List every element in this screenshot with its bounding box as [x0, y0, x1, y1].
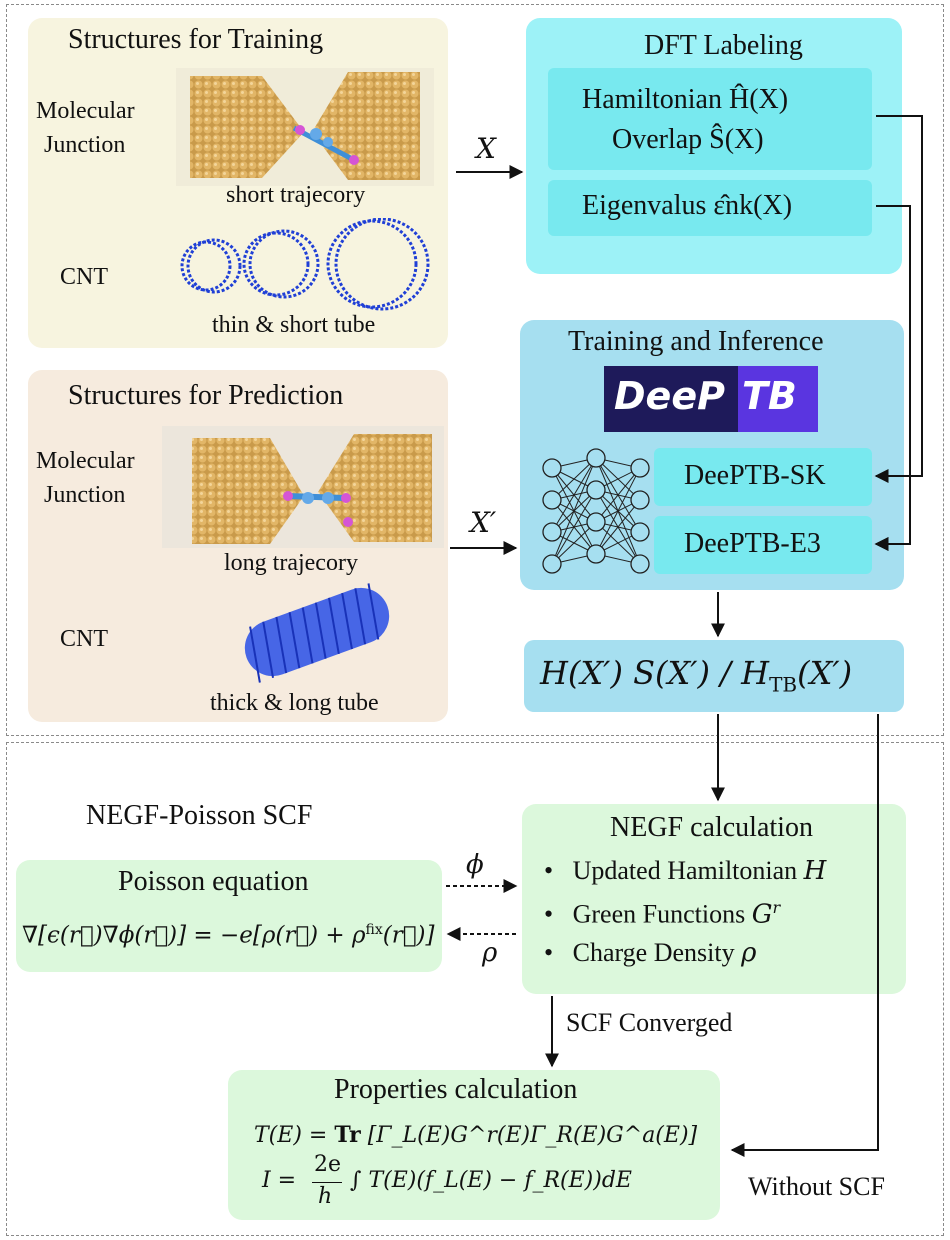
- hamiltonian-label: Hamiltonian Ĥ(X): [582, 84, 789, 115]
- training-traj-caption: short trajecory: [226, 182, 366, 208]
- e3-input-arrow: [874, 206, 911, 551]
- negf-calculation-box: [522, 804, 906, 994]
- negf-item-charge-text: Charge Density: [572, 938, 742, 967]
- training-mol-label-2: Junction: [44, 132, 126, 158]
- prediction-mol-label-1: Molecular: [36, 448, 135, 474]
- deeptb-sk-label: DeePTB-SK: [684, 460, 826, 491]
- dft-panel-title: DFT Labeling: [644, 30, 803, 61]
- neural-network-icon: [542, 448, 650, 574]
- short-trajectory-junction-image: [176, 68, 434, 186]
- prediction-mol-label-2: Junction: [44, 482, 126, 508]
- training-inference-title: Training and Inference: [568, 326, 824, 357]
- prediction-panel-title: Structures for Prediction: [68, 380, 344, 411]
- poisson-eq-sup: fix: [365, 922, 383, 938]
- overlap-label: Overlap Ŝ(X): [612, 124, 764, 155]
- thick-long-tube-image: [244, 583, 390, 683]
- scf-converged-label: SCF Converged: [566, 1008, 733, 1037]
- deeptb-logo-left-text: DeeP: [614, 374, 725, 418]
- current-eq-fraction-bar: [312, 1182, 342, 1183]
- poisson-equation-box: [16, 860, 442, 972]
- transmission-eq-tr: Tr: [334, 1122, 361, 1148]
- bottom-section-border: [6, 742, 944, 1236]
- negf-item-hamiltonian: • Updated Hamiltonian H: [544, 856, 827, 886]
- output-tail-text: (X′): [797, 654, 853, 692]
- hamiltonian-output-label: H(X′) S(X′) / HTB(X′): [540, 654, 852, 696]
- deeptb-logo: DeeP TB: [604, 366, 818, 432]
- deeptb-logo-left: DeeP: [604, 366, 738, 432]
- current-eq-rhs: ∫ T(E)(f_L(E) − f_R(E))dE: [350, 1168, 632, 1193]
- xprime-arrow-label: X′: [470, 506, 497, 539]
- poisson-title: Poisson equation: [118, 866, 309, 897]
- current-eq-lhs: I =: [262, 1168, 297, 1193]
- transmission-eq-lhs: T(E) =: [254, 1123, 335, 1148]
- deeptb-logo-right-text: TB: [742, 374, 797, 418]
- poisson-eq-tail: (r⃗)]: [382, 922, 435, 949]
- transmission-eq-rhs: [Γ_L(E)G^r(E)Γ_R(E)G^a(E)]: [360, 1123, 698, 1148]
- prediction-tube-caption: thick & long tube: [210, 690, 379, 716]
- deeptb-logo-right: TB: [738, 366, 818, 432]
- negf-item-hamiltonian-math: H: [803, 856, 827, 886]
- current-equation: I = 2e h ∫ T(E)(f_L(E) − f_R(E))dE: [262, 1152, 702, 1212]
- without-scf-label: Without SCF: [748, 1172, 885, 1201]
- hamiltonian-output-box: [524, 640, 904, 712]
- current-eq-denominator: h: [318, 1184, 333, 1209]
- long-trajectory-junction-image: [162, 426, 444, 548]
- properties-calculation-box: [228, 1070, 720, 1220]
- phi-arrow-label: ϕ: [466, 850, 484, 880]
- e3-feed-arrow: [874, 537, 889, 551]
- negf-item-green-text: Green Functions: [572, 899, 752, 929]
- eigenvalues-label: Eigenvalus ε̂nk(X): [582, 190, 793, 221]
- deeptb-e3-label: DeePTB-E3: [684, 528, 821, 559]
- rho-arrow-label: ρ: [482, 938, 498, 968]
- eigenvalues-box: [548, 180, 872, 236]
- output-sub-text: TB: [769, 672, 798, 697]
- deeptb-sk-box: [654, 448, 872, 506]
- negf-item-green-functions: • Green Functions Gr: [544, 898, 781, 930]
- negf-item-green-sup: r: [772, 898, 781, 917]
- deeptb-e3-box: [654, 516, 872, 574]
- poisson-equation-text: ∇[ϵ(r⃗)∇ϕ(r⃗)] = −e[ρ(r⃗) + ρfix(r⃗)]: [22, 922, 435, 949]
- current-eq-numerator: 2e: [314, 1152, 342, 1177]
- negf-item-charge-math: ρ: [741, 938, 757, 968]
- eigen-to-e3-arrow: [876, 205, 911, 468]
- negf-calculation-title: NEGF calculation: [610, 812, 813, 843]
- poisson-eq-main: ∇[ϵ(r⃗)∇ϕ(r⃗)] = −e[ρ(r⃗) + ρ: [22, 922, 366, 949]
- prediction-cnt-label: CNT: [60, 626, 108, 652]
- x-arrow-label: X: [476, 132, 496, 165]
- negf-item-hamiltonian-text: Updated Hamiltonian: [572, 856, 804, 885]
- prediction-traj-caption: long trajecory: [224, 550, 358, 576]
- top-section-border: [6, 4, 944, 736]
- transmission-equation: T(E) = Tr [Γ_L(E)G^r(E)Γ_R(E)G^a(E)]: [254, 1122, 697, 1148]
- properties-title: Properties calculation: [334, 1074, 578, 1105]
- negf-item-charge-density: • Charge Density ρ: [544, 938, 757, 968]
- hamiltonian-to-sk-arrow: [874, 115, 923, 483]
- training-tube-caption: thin & short tube: [212, 312, 376, 338]
- training-cnt-label: CNT: [60, 264, 108, 290]
- negf-item-green-math: G: [751, 899, 773, 930]
- thin-short-tube-image: [180, 218, 430, 311]
- without-scf-arrow: [730, 714, 879, 1157]
- hamiltonian-overlap-box: [548, 68, 872, 170]
- negf-poisson-section-title: NEGF-Poisson SCF: [86, 800, 313, 831]
- training-panel-title: Structures for Training: [68, 24, 324, 55]
- training-mol-label-1: Molecular: [36, 98, 135, 124]
- output-main-text: H(X′) S(X′) / H: [540, 654, 770, 692]
